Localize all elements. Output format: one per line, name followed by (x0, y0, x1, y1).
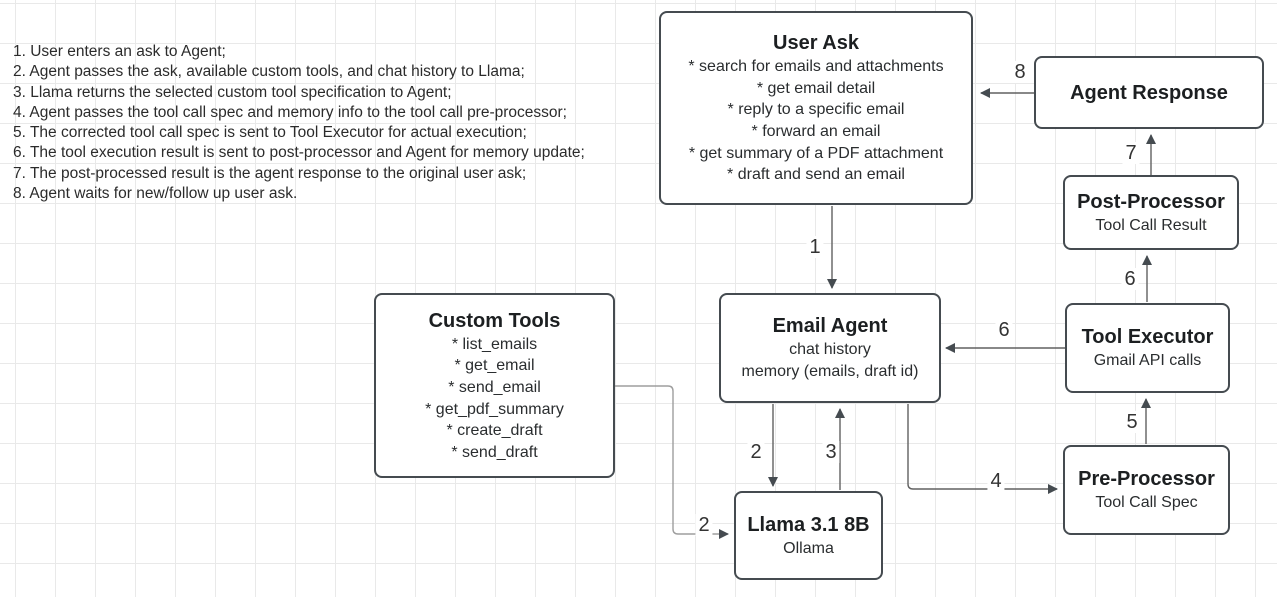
node-item: * draft and send an email (727, 166, 905, 184)
edge-label-8: 8 (1011, 61, 1029, 83)
node-custom-tools: Custom Tools * list_emails * get_email *… (374, 293, 615, 478)
node-subtitle: Ollama (783, 539, 834, 557)
edge-label-2a: 2 (747, 441, 765, 463)
node-line: chat history (789, 341, 871, 359)
node-item: * send_draft (451, 443, 538, 461)
node-item: * get_email (454, 357, 535, 375)
edge-label-5: 5 (1123, 411, 1141, 433)
node-title: Llama 3.1 8B (747, 513, 870, 536)
edge-label-4: 4 (987, 470, 1005, 492)
node-item: * forward an email (751, 123, 881, 140)
edge-label-7: 7 (1122, 142, 1140, 164)
node-item: * search for emails and attachments (688, 58, 944, 76)
node-item: * create_draft (446, 422, 543, 440)
node-item: * list_emails (451, 335, 538, 353)
arrow-4-emailagent-preprocessor (907, 404, 1058, 494)
node-item: * get email detail (756, 79, 876, 97)
node-line: memory (emails, draft id) (741, 363, 919, 380)
node-user-ask: User Ask * search for emails and attachm… (659, 11, 973, 205)
node-item: * reply to a specific email (727, 101, 905, 119)
edge-label-6b: 6 (995, 319, 1013, 341)
edge-label-3: 3 (822, 441, 840, 463)
step-line: 2. Agent passes the ask, available custo… (13, 63, 525, 81)
node-subtitle: Tool Call Result (1095, 216, 1207, 234)
node-subtitle: Gmail API calls (1093, 352, 1202, 370)
step-line: 7. The post-processed result is the agen… (13, 164, 527, 182)
arrow-2-customtools-llama (615, 385, 729, 539)
node-pre-processor: Pre-Processor Tool Call Spec (1063, 445, 1230, 535)
node-agent-response: Agent Response (1034, 56, 1264, 129)
node-title: Tool Executor (1081, 326, 1214, 349)
edge-label-1: 1 (806, 236, 824, 258)
step-line: 6. The tool execution result is sent to … (13, 144, 585, 162)
node-title: Post-Processor (1077, 190, 1225, 213)
node-title: Pre-Processor (1078, 468, 1215, 491)
node-subtitle: Tool Call Spec (1095, 494, 1198, 512)
step-line: 1. User enters an ask to Agent; (13, 43, 226, 60)
step-line: 5. The corrected tool call spec is sent … (13, 124, 527, 142)
node-title: Custom Tools (428, 309, 561, 332)
node-title: Email Agent (772, 315, 888, 338)
node-llama: Llama 3.1 8B Ollama (734, 491, 883, 580)
node-item: * get summary of a PDF attachment (688, 144, 944, 162)
step-line: 3. Llama returns the selected custom too… (13, 83, 452, 101)
step-line: 8. Agent waits for new/follow up user as… (13, 185, 298, 203)
steps-legend: 1. User enters an ask to Agent; 2. Agent… (13, 42, 585, 204)
node-tool-executor: Tool Executor Gmail API calls (1065, 303, 1230, 393)
edge-label-6a: 6 (1121, 268, 1139, 290)
edge-label-2b: 2 (695, 514, 713, 536)
node-email-agent: Email Agent chat history memory (emails,… (719, 293, 941, 403)
step-line: 4. Agent passes the tool call spec and m… (13, 103, 567, 121)
node-item: * send_email (448, 378, 541, 396)
node-post-processor: Post-Processor Tool Call Result (1063, 175, 1239, 250)
node-item: * get_pdf_summary (425, 400, 564, 418)
node-title: User Ask (773, 32, 859, 55)
node-title: Agent Response (1070, 81, 1228, 104)
